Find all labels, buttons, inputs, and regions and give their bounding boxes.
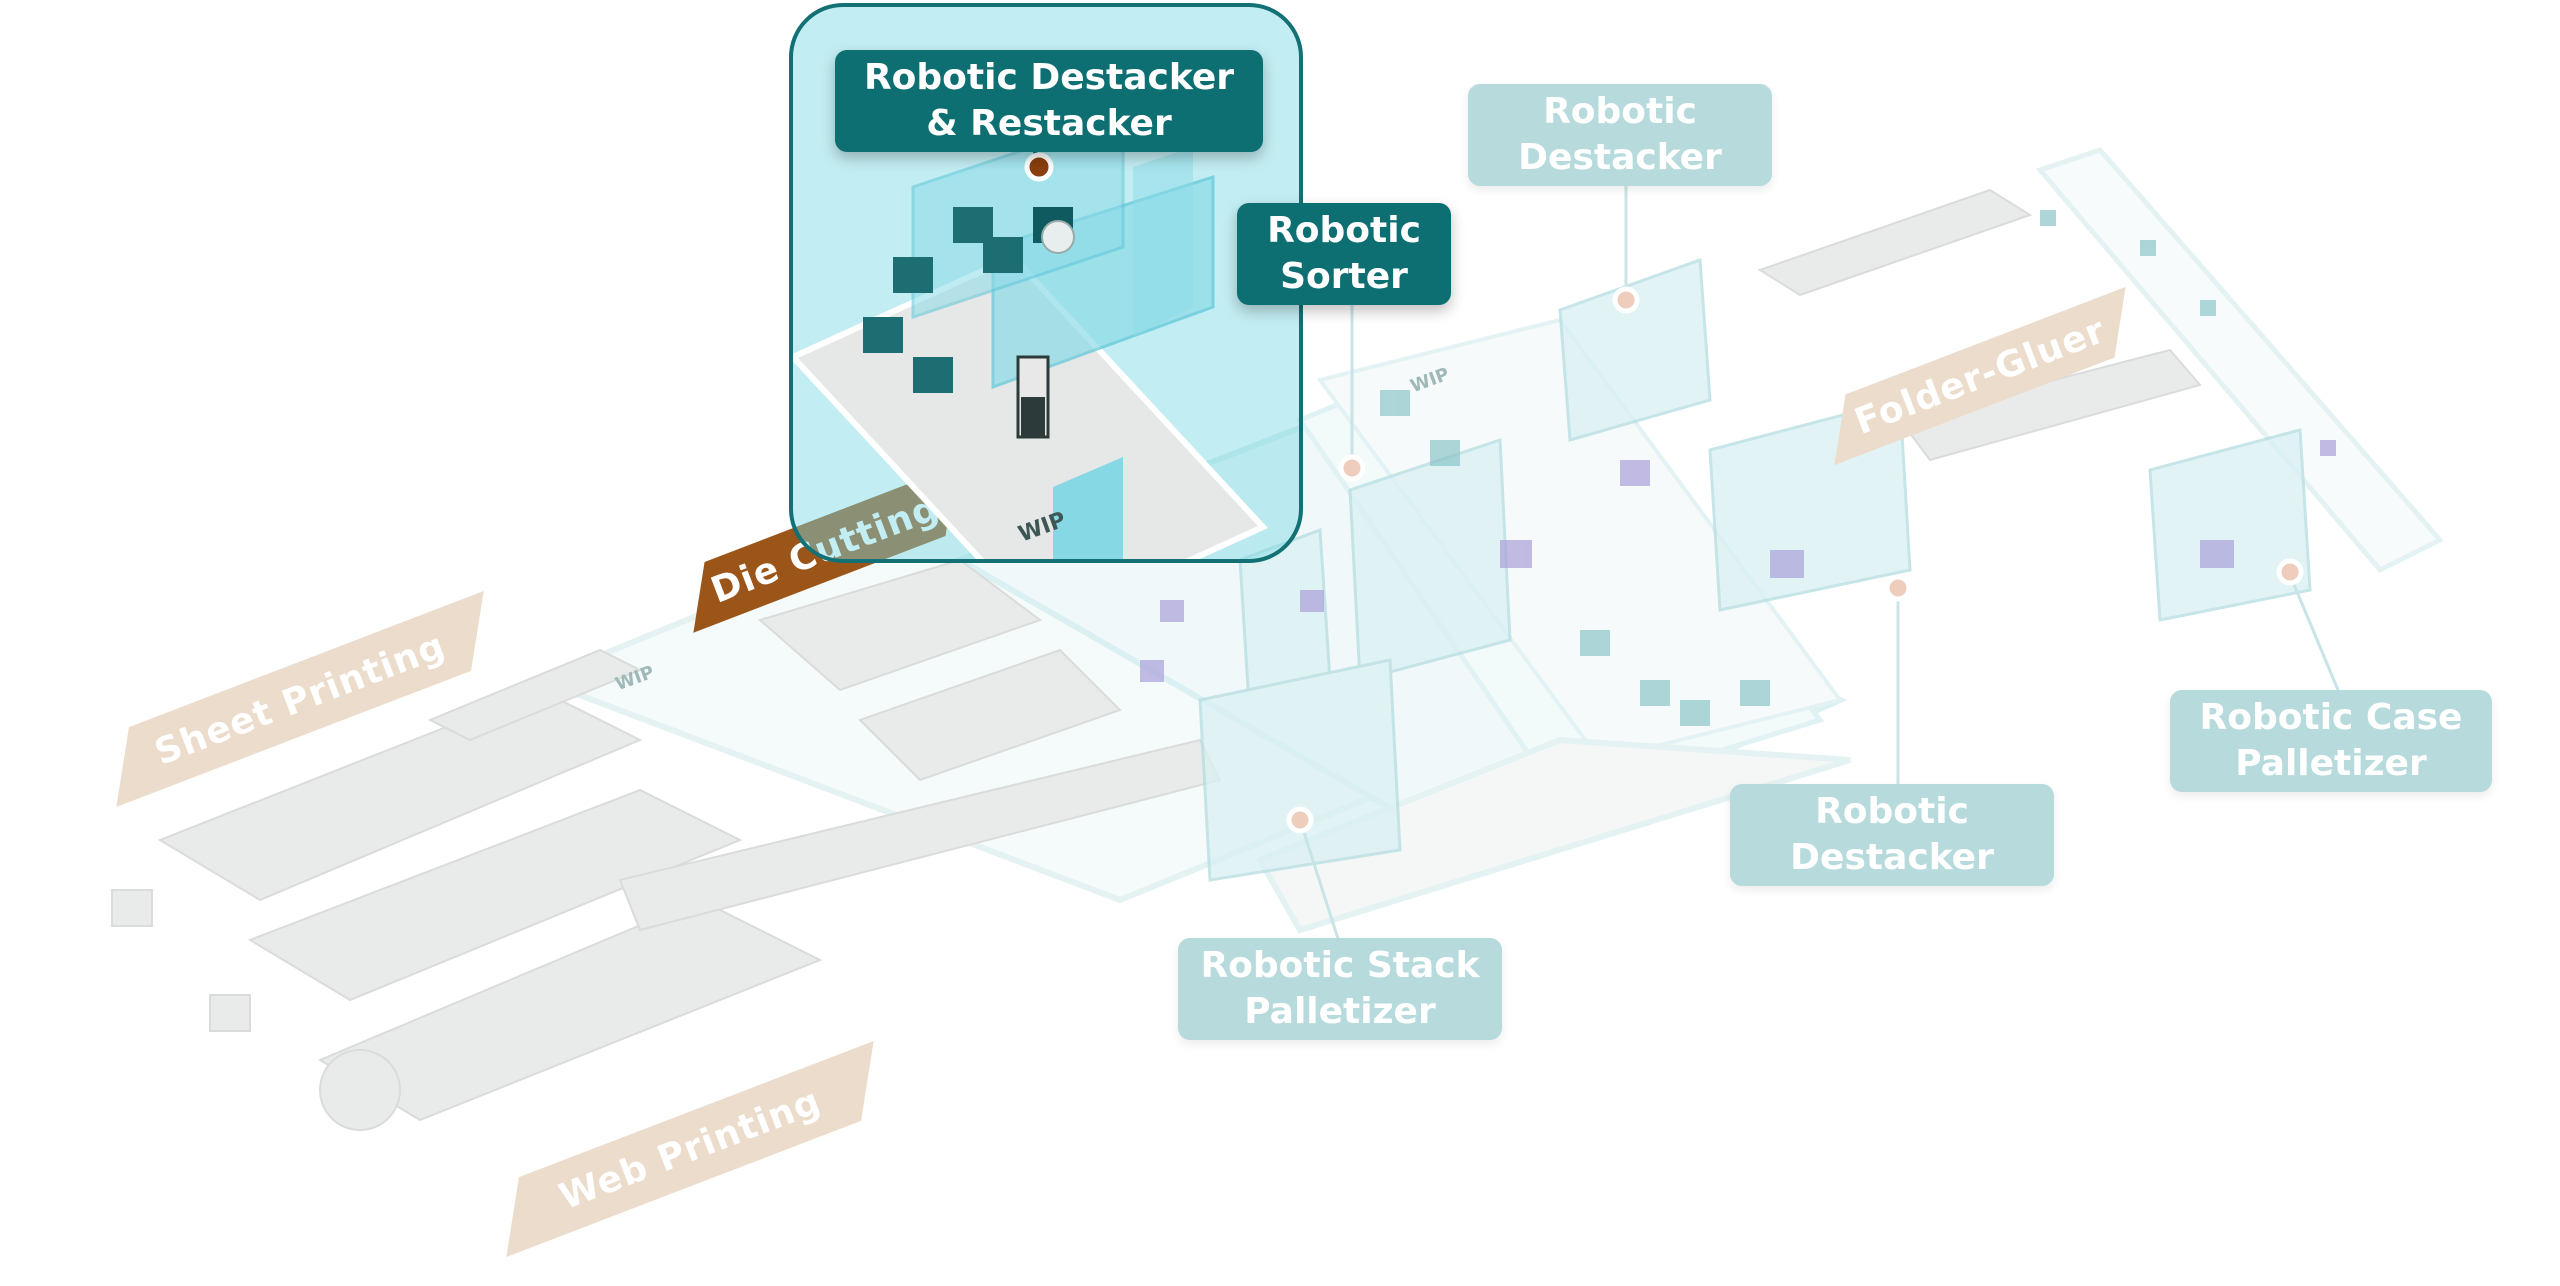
marker-stack-palletizer [1286,806,1314,834]
callout-lines [1298,180,2340,946]
label-robotic-sorter[interactable]: Robotic Sorter [1237,203,1451,305]
label-robotic-destacker-bottom[interactable]: Robotic Destacker [1730,784,2054,886]
marker-destacker-restacker [1024,152,1054,182]
focus-area-illustration [793,66,1269,559]
label-robotic-destacker-restacker[interactable]: Robotic Destacker & Restacker [835,50,1263,152]
marker-destacker-bottom [1884,574,1912,602]
marker-dots [1286,286,2304,834]
printing-machines [111,188,2202,1131]
label-robotic-case-palletizer[interactable]: Robotic Case Palletizer [2170,690,2492,792]
pallet-stacks [1140,210,2336,726]
marker-sorter [1338,454,1366,482]
label-robotic-destacker-top[interactable]: Robotic Destacker [1468,84,1772,186]
marker-case-palletizer [2276,558,2304,586]
marker-destacker-top [1612,286,1640,314]
label-robotic-stack-palletizer[interactable]: Robotic Stack Palletizer [1178,938,1502,1040]
